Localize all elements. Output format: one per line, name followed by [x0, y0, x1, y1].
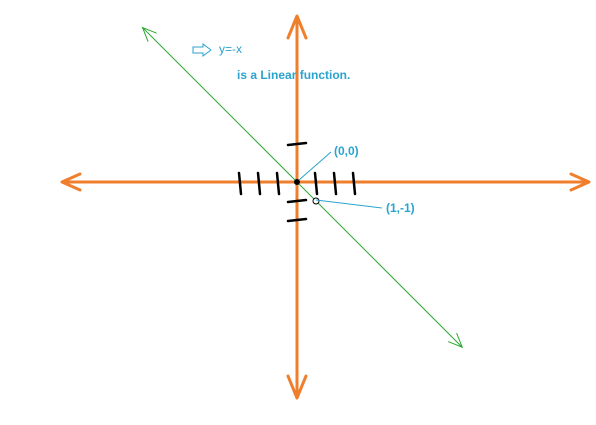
x-axis-left-arrow [60, 172, 82, 192]
y-tick-neg1 [286, 198, 308, 204]
function-line-arrow-end [447, 332, 464, 349]
x-tick-neg1 [275, 171, 281, 196]
axes [60, 14, 591, 400]
x-tick-neg3 [237, 171, 243, 196]
point-leader-line [315, 199, 383, 209]
point-1-neg1 [312, 197, 320, 205]
x-tick-2 [332, 171, 338, 196]
x-tick-neg2 [256, 171, 262, 196]
point-label: (1,-1) [386, 201, 415, 215]
x-tick-1 [313, 171, 319, 196]
function-line [142, 27, 463, 348]
x-axis-right-arrow [569, 172, 591, 192]
annotations: y=-x is a Linear function. (0,0) (1,-1) [192, 42, 415, 215]
equation-label: y=-x [219, 42, 242, 56]
equation-pointer-icon [192, 43, 212, 57]
y-tick-neg2 [286, 217, 308, 223]
y-axis-bottom-arrow [286, 374, 308, 400]
origin-leader-line [298, 151, 332, 181]
y-tick-2 [286, 141, 308, 147]
marked-points [294, 179, 320, 205]
description-label: is a Linear function. [237, 68, 350, 82]
tick-marks [237, 141, 357, 223]
function-line-arrow-start [141, 26, 157, 42]
origin-label: (0,0) [334, 144, 359, 158]
origin-point [294, 179, 300, 185]
series-line-group [141, 26, 464, 349]
y-axis-top-arrow [286, 14, 308, 40]
x-tick-3 [351, 171, 357, 196]
